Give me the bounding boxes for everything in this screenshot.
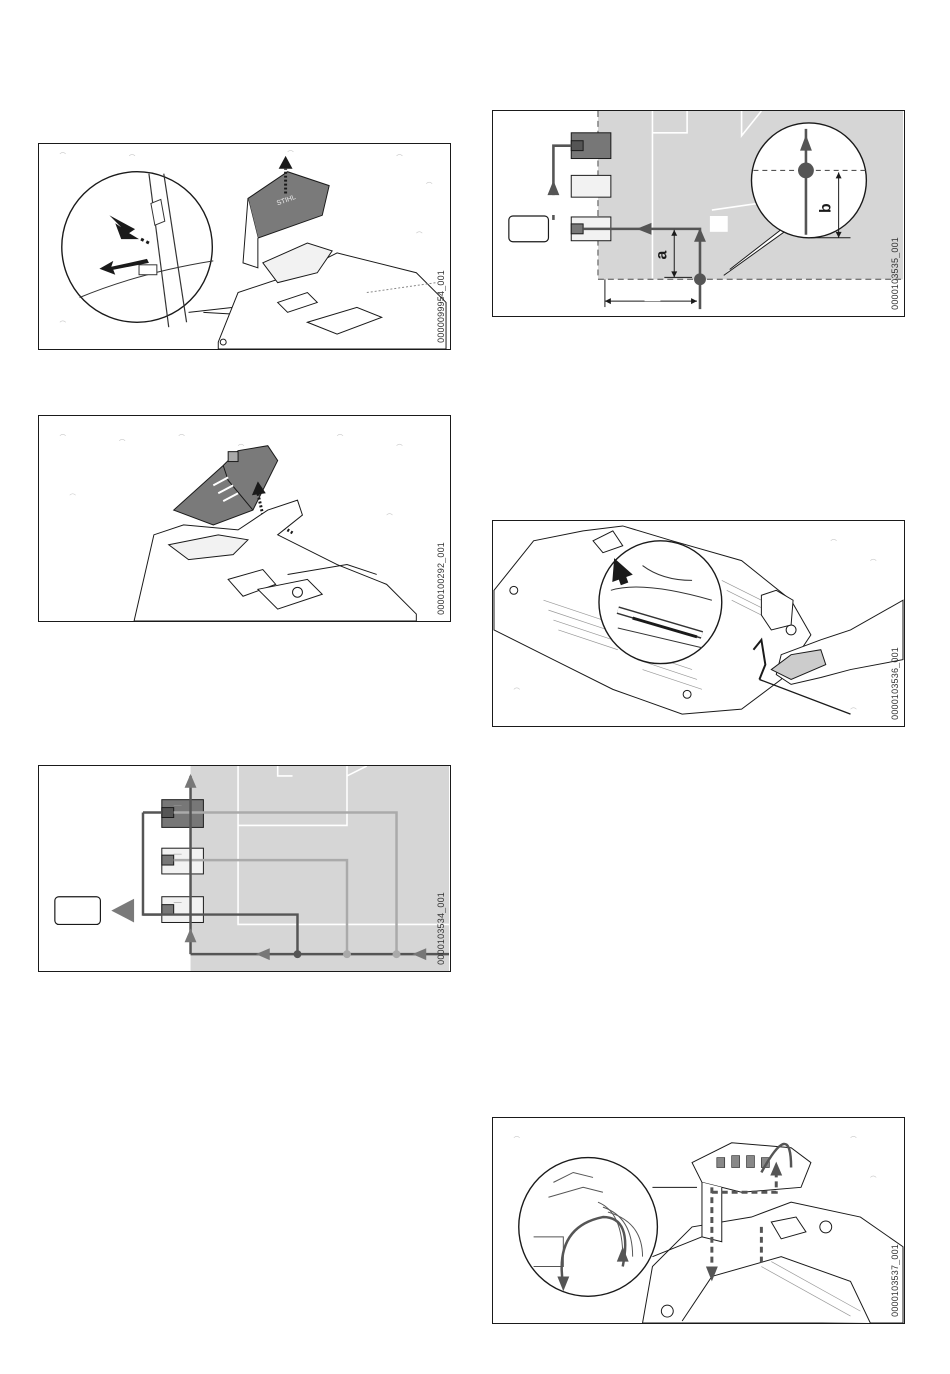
figure-id: 0000103536_001 <box>890 647 900 720</box>
detail-magnifier <box>62 172 213 323</box>
cable-routing-illustration <box>493 1118 904 1323</box>
arrow-left-icon <box>111 899 134 923</box>
figure-id: 0000103535_001 <box>890 237 900 310</box>
figure-terminal-dimensions: a b 0000103535_001 <box>492 110 905 317</box>
terminal-dimension-diagram: a b <box>493 111 904 316</box>
figure-id: 0000099954_001 <box>436 270 446 343</box>
figure-cable-insertion: 0000103536_001 <box>492 520 905 727</box>
cover-part <box>248 172 329 238</box>
figure-cable-routing: 0000103537_001 <box>492 1117 905 1324</box>
detail-magnifier <box>519 1158 658 1297</box>
cover-removal-illustration: STIHL <box>39 144 450 349</box>
detail-magnifier <box>599 541 722 664</box>
figure-panel-lift: 0000100292_001 <box>38 415 451 622</box>
base-station-box <box>55 897 101 925</box>
figure-id: 0000103534_001 <box>436 892 446 965</box>
figure-id: 0000100292_001 <box>436 542 446 615</box>
control-panel-part <box>174 446 278 525</box>
figure-cover-removal: STIHL 0000099954_001 <box>38 143 451 350</box>
cable-insertion-illustration <box>493 521 904 726</box>
dimension-a-label: a <box>653 251 670 260</box>
figure-terminal-wiring: 0000103534_001 <box>38 765 451 972</box>
lift-arrow-icon <box>279 156 293 169</box>
detail-magnifier <box>751 123 866 238</box>
figure-id: 0000103537_001 <box>890 1244 900 1317</box>
panel-lift-illustration <box>39 416 450 621</box>
base-station-box <box>509 216 549 242</box>
terminal-wiring-diagram <box>39 766 450 971</box>
dimension-b-label: b <box>818 203 835 213</box>
terminal-middle <box>571 175 611 197</box>
arrow-up-icon <box>547 180 559 195</box>
